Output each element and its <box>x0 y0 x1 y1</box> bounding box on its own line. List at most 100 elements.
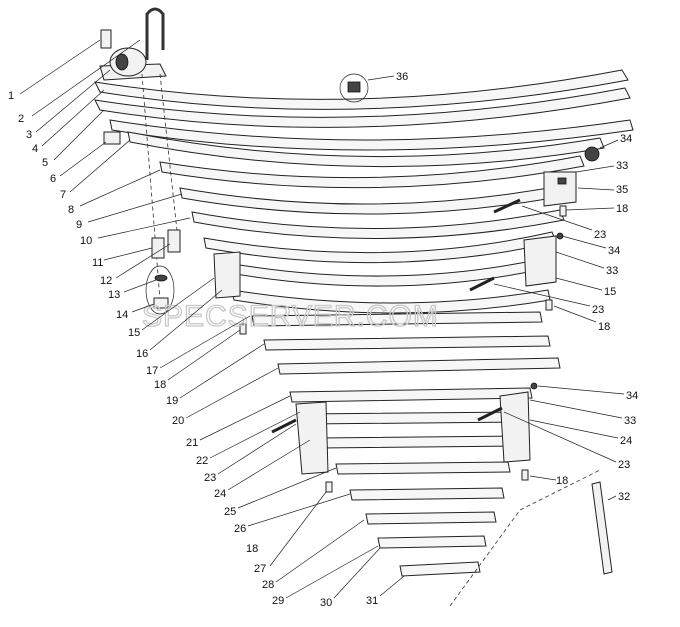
u-bolt <box>145 7 165 60</box>
bracket-right-upper <box>543 171 577 207</box>
leader-24-r <box>529 419 619 439</box>
centre-line-1 <box>141 73 161 301</box>
callout-8: 8 <box>68 204 74 216</box>
leaf-6 <box>179 183 575 215</box>
callout-4: 4 <box>32 143 38 155</box>
bracket-right-lower <box>499 391 531 463</box>
callout-12: 12 <box>100 275 112 287</box>
callout-18-left: 18 <box>154 379 166 391</box>
pin-18-b <box>545 299 553 311</box>
leader-25 <box>237 467 337 509</box>
callout-15-r: 15 <box>604 286 616 298</box>
leader-14 <box>131 303 155 313</box>
nut-34-a <box>584 146 600 162</box>
pin-18-d <box>325 481 333 493</box>
leaf-5 <box>159 155 585 189</box>
centre-line-3 <box>449 469 601 607</box>
leaf-stack-upper <box>94 69 634 264</box>
leader-22 <box>209 411 301 459</box>
pin-18-e <box>521 469 529 481</box>
callout-2: 2 <box>18 113 24 125</box>
callout-18-lower-left: 18 <box>246 543 258 555</box>
leaf-20 <box>377 535 487 549</box>
callout-25: 25 <box>224 506 236 518</box>
rod-23-upper <box>493 198 521 214</box>
callout-26: 26 <box>234 523 246 535</box>
callout-16: 16 <box>136 348 148 360</box>
callout-30: 30 <box>320 597 332 609</box>
callout-23-a: 23 <box>594 229 606 241</box>
leaf-21 <box>399 561 481 577</box>
leader-3 <box>35 69 111 133</box>
leader-20 <box>185 367 279 419</box>
callout-36: 36 <box>396 71 408 83</box>
callouts-left: 1 2 3 4 5 6 7 8 9 10 11 12 13 14 15 16 1… <box>8 39 405 609</box>
callout-10: 10 <box>80 235 92 247</box>
leader-36 <box>367 75 395 81</box>
leaf-2 <box>94 87 631 128</box>
rod-23-lower <box>477 406 503 422</box>
bracket-right-upper-inner <box>557 177 567 185</box>
leader-1 <box>19 39 101 95</box>
leaf-1 <box>94 69 629 110</box>
leader-23-b <box>493 283 591 307</box>
leaf-18 <box>349 487 505 501</box>
leaf-16 <box>317 435 519 449</box>
leader-8 <box>79 169 161 207</box>
bolt-32 <box>591 481 613 575</box>
callout-34-b: 34 <box>608 245 620 257</box>
leader-23-left <box>217 423 297 475</box>
callout-23-c: 23 <box>618 459 630 471</box>
leader-28 <box>275 519 365 583</box>
leader-18-left <box>167 329 241 381</box>
callout-7: 7 <box>60 189 66 201</box>
leader-34-a <box>599 139 619 149</box>
leader-16 <box>149 289 223 351</box>
leaf-13 <box>277 357 561 375</box>
leaf-14 <box>289 387 533 403</box>
callout-31: 31 <box>366 595 378 607</box>
leader-6 <box>59 141 107 177</box>
leader-33-a <box>575 165 615 173</box>
leader-7 <box>69 139 131 193</box>
callout-9: 9 <box>76 219 82 231</box>
leader-17 <box>159 315 251 369</box>
clip-part-12 <box>167 229 181 253</box>
callout-24: 24 <box>214 488 226 500</box>
callout-23-left: 23 <box>204 472 216 484</box>
clamp-brackets <box>213 171 577 475</box>
leaf-4 <box>127 131 605 168</box>
part-group-ring <box>145 265 175 315</box>
leader-34-b <box>561 235 607 249</box>
leader-13 <box>123 279 157 293</box>
leader-33-b <box>555 251 605 269</box>
leader-18-b <box>553 305 597 323</box>
leader-15-r <box>555 277 603 291</box>
leaf-12 <box>263 335 551 351</box>
leaf-19 <box>365 511 497 525</box>
callout-33-c: 33 <box>624 415 636 427</box>
callout-11: 11 <box>92 257 103 269</box>
callouts-right: 36 34 33 35 18 23 34 33 15 23 18 34 33 2… <box>367 71 638 503</box>
bracket-right-mid <box>523 235 557 287</box>
callout-17: 17 <box>146 365 158 377</box>
callout-28: 28 <box>262 579 274 591</box>
leaf-3 <box>109 119 634 151</box>
leader-26 <box>247 493 351 527</box>
bracket-left-lower <box>295 401 329 475</box>
washer-part-13 <box>154 274 168 282</box>
leader-12 <box>115 243 171 279</box>
pin-18-a <box>559 205 567 217</box>
callout-21: 21 <box>186 437 198 449</box>
leader-9 <box>87 193 183 223</box>
callout-29: 29 <box>272 595 284 607</box>
leaf-stack-lower <box>221 257 561 577</box>
callout-13: 13 <box>108 289 120 301</box>
watermark-text: SPECSERVER.COM <box>142 300 439 333</box>
rod-23-left <box>271 418 297 434</box>
bearing-bore <box>115 53 129 71</box>
leader-5 <box>53 109 105 161</box>
callout-5: 5 <box>42 157 48 169</box>
